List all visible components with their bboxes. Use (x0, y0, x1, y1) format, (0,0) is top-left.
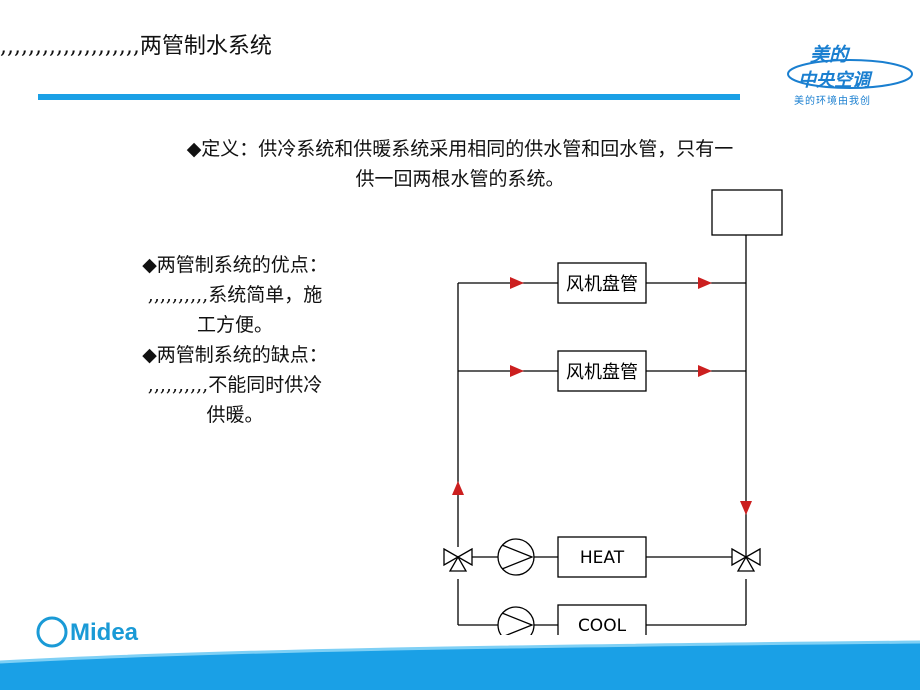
valve-icon-left (443, 547, 473, 572)
cons-line-2: 供暖。 (206, 404, 264, 426)
bottom-wave-band (0, 640, 920, 690)
cool-box (557, 604, 647, 635)
cons-heading: ◆两管制系统的缺点： (142, 344, 328, 366)
pump-icon-heat (497, 538, 535, 576)
swoosh-icon (787, 59, 913, 89)
expansion-tank (711, 189, 783, 236)
pros-cons-text: ◆两管制系统的优点： ,,,,,,,,,,系统简单，施 工方便。 ◆两管制系统的… (70, 250, 400, 430)
heat-label: HEAT (580, 548, 625, 568)
brand-main-text: 美的 (810, 44, 849, 66)
midea-logo-text: Midea (70, 619, 139, 646)
definition-text: ◆定义：供冷系统和供暖系统采用相同的供水管和回水管，只有一 供一回两根水管的系统… (40, 134, 880, 194)
flow-arrows (452, 277, 752, 515)
cons-line-1: ,,,,,,,,,,不能同时供冷 (147, 374, 323, 396)
two-pipe-system-diagram: 风机盘管 风机盘管 HEAT COOL (443, 189, 783, 635)
pump-icon-cool (497, 606, 535, 635)
pros-line-1: ,,,,,,,,,,系统简单，施 (147, 284, 323, 306)
brand-slogan: 美的环境由我创 (794, 96, 871, 107)
title-divider (38, 94, 740, 100)
pros-heading: ◆两管制系统的优点： (142, 254, 328, 276)
definition-line-1: ◆定义：供冷系统和供暖系统采用相同的供水管和回水管，只有一 (186, 138, 734, 160)
heat-box (557, 536, 647, 578)
midea-logo-icon (36, 616, 68, 648)
fan-coil-label-1: 风机盘管 (566, 274, 638, 295)
brand-sub-text: 中央空调 (798, 70, 870, 91)
valve-icon-right (731, 547, 761, 572)
fan-coil-box-2 (557, 350, 647, 392)
midea-logo: Midea (36, 616, 139, 648)
cool-label: COOL (578, 616, 627, 635)
definition-line-2: 供一回两根水管的系统。 (355, 168, 565, 190)
fan-coil-box-1 (557, 262, 647, 304)
brand-logo-top: 美的 中央空调 美的环境由我创 (780, 38, 920, 108)
slide-title: ,,,,,,,,,,,,,,,,,,,,两管制水系统 (0, 34, 272, 59)
fan-coil-label-2: 风机盘管 (566, 362, 638, 383)
pros-line-2: 工方便。 (196, 314, 273, 336)
